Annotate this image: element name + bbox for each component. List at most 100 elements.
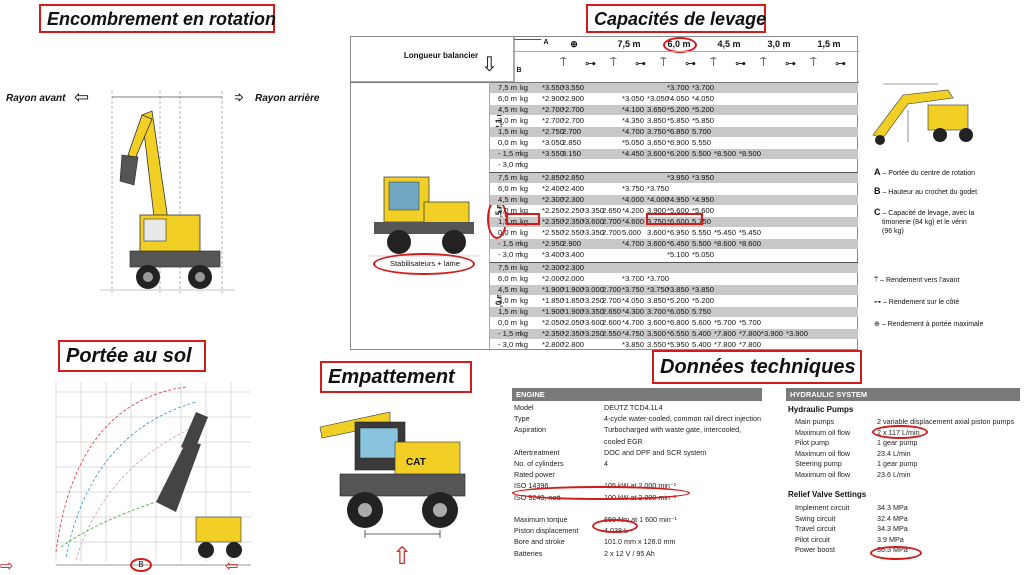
table-cell: *2.050 — [542, 318, 564, 327]
table-cell: *5.200 — [667, 105, 689, 114]
table-cell: *3.250 — [582, 329, 604, 338]
ground-arrow-left-icon: ⇦ — [225, 558, 239, 575]
table-cell: *3.950 — [692, 173, 714, 182]
table-cell: *3.550 — [542, 83, 564, 92]
ground-reach-title: Portée au sol — [58, 340, 206, 372]
a-axis-label: A — [543, 39, 549, 46]
table-cell: 4,5 m — [498, 105, 517, 114]
table-cell: *2.550 — [562, 228, 584, 237]
spec-key: Type — [514, 414, 530, 424]
table-cell: 3,0 m — [498, 296, 517, 305]
spec-key: Maximum oil flow — [795, 448, 851, 458]
value-highlight-box — [646, 213, 703, 225]
table-cell: *4.700 — [622, 318, 644, 327]
spec-key: Power boost — [795, 545, 835, 554]
table-cell: kg — [520, 307, 529, 316]
table-cell: *2.400 — [542, 184, 564, 193]
spec-key: Bore and stroke — [514, 537, 565, 547]
table-cell: *3.050 — [622, 94, 644, 103]
table-cell: *8.500 — [714, 149, 736, 158]
table-cell: 0,0 m — [498, 318, 517, 327]
table-cell: 1,5 m — [498, 127, 517, 136]
table-cell: *2.900 — [562, 94, 584, 103]
wheelbase-arrow-up-icon: ⇧ — [392, 543, 413, 570]
table-cell: *3.900 — [786, 329, 808, 338]
spec-value: 2 variable displacement axial piston pum… — [877, 417, 1015, 426]
spec-key: Maximum oil flow — [795, 427, 851, 437]
table-cell: *2.950 — [542, 239, 564, 248]
radius-header-3-0: 3,0 m — [767, 39, 791, 49]
spec-key: Aftertreatment — [514, 447, 560, 457]
table-cell: *3.700 — [622, 274, 644, 283]
table-cell: *4.200 — [622, 206, 644, 215]
table-cell: *4.350 — [622, 116, 644, 125]
table-cell: kg — [520, 296, 529, 305]
ground-b-marker: B — [130, 558, 152, 572]
spec-value: 23.4 L/min — [877, 448, 911, 458]
table-cell: *4.050 — [667, 94, 689, 103]
table-cell: kg — [520, 195, 529, 204]
table-cell: *2.750 — [542, 127, 564, 136]
table-cell: *2.000 — [542, 274, 564, 283]
spec-key: Rated power — [514, 470, 555, 480]
table-cell: 2.700 — [602, 228, 622, 237]
table-cell: *1.900 — [542, 307, 564, 316]
table-cell: *6.550 — [667, 329, 689, 338]
table-cell: kg — [520, 83, 529, 92]
table-cell: 2.700 — [602, 296, 622, 305]
legend-b: B – Hauteur au crochet du godet — [874, 186, 978, 197]
table-cell: 3.750 — [647, 127, 667, 136]
table-cell: *7.800 — [714, 340, 736, 349]
table-cell: *4.700 — [622, 239, 644, 248]
table-cell: *2.800 — [542, 340, 564, 349]
table-cell: *6.850 — [667, 127, 689, 136]
table-cell: - 3,0 m — [498, 160, 522, 169]
table-cell: *3.400 — [542, 250, 564, 259]
table-cell: kg — [520, 206, 529, 215]
table-cell: 5.550 — [692, 138, 712, 147]
table-cell: 4,5 m — [498, 285, 517, 294]
table-cell: *4.050 — [622, 296, 644, 305]
table-cell: - 3,0 m — [498, 250, 522, 259]
table-cell: *2.300 — [542, 195, 564, 204]
table-cell: *3.000 — [582, 285, 604, 294]
table-cell: 3.500 — [647, 329, 667, 338]
table-cell: *7.800 — [739, 340, 761, 349]
side-load-icon: ⊶ — [785, 58, 796, 70]
capacities-title: Capacités de levage — [586, 4, 766, 33]
table-cell: kg — [520, 217, 529, 226]
stabilizer-caption-oval — [373, 253, 475, 275]
table-cell: - 3,0 m — [498, 340, 522, 349]
table-cell: 0,0 m — [498, 228, 517, 237]
table-cell: 3.650 — [647, 105, 667, 114]
power-boost-oval — [870, 546, 922, 560]
table-cell: 2.700 — [602, 217, 622, 226]
table-cell: 3.600 — [647, 318, 667, 327]
spec-value: 4 — [604, 459, 608, 468]
rear-radius-label: Rayon arrière — [255, 93, 320, 104]
table-cell: *2.350 — [562, 329, 584, 338]
legend-excavator-icon — [872, 83, 973, 145]
spec-value: 1 gear pump — [877, 459, 918, 468]
table-cell: 1,5 m — [498, 307, 517, 316]
legend-c: C – Capacité de levage, avec la timoneri… — [874, 207, 975, 236]
table-cell: *2.050 — [562, 318, 584, 327]
pumps-title: Hydraulic Pumps — [788, 405, 854, 414]
table-cell: *3.750 — [622, 184, 644, 193]
table-cell: 4,5 m — [498, 195, 517, 204]
spec-row: cooled EGR — [514, 437, 643, 446]
oil-flow-oval — [872, 425, 928, 439]
table-cell: *6.900 — [667, 138, 689, 147]
table-cell: *5.450 — [714, 228, 736, 237]
table-cell: *5.850 — [667, 116, 689, 125]
